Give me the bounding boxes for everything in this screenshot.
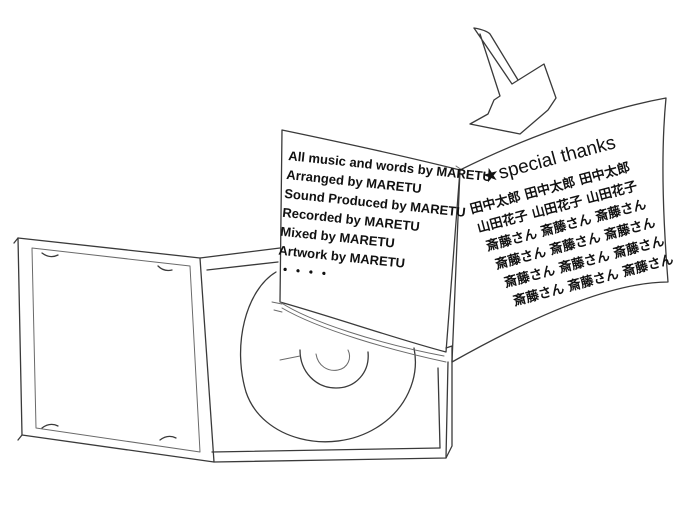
credit-ellipsis: ・・・・ — [278, 262, 331, 282]
thanks-text-block: ★special thanks 田中太郎 田中太郎 田中太郎 山田花子 山田花子… — [468, 132, 675, 309]
booklet-thanks-page — [451, 97, 669, 363]
credits-text-block: All music and words by MARETU Arranged b… — [278, 148, 493, 282]
cd-case-front-cover — [13, 237, 215, 463]
arrow-down-icon — [469, 27, 557, 135]
cd-disc — [239, 271, 416, 443]
booklet-credits-page — [271, 129, 461, 363]
cd-case-tray — [199, 247, 453, 463]
